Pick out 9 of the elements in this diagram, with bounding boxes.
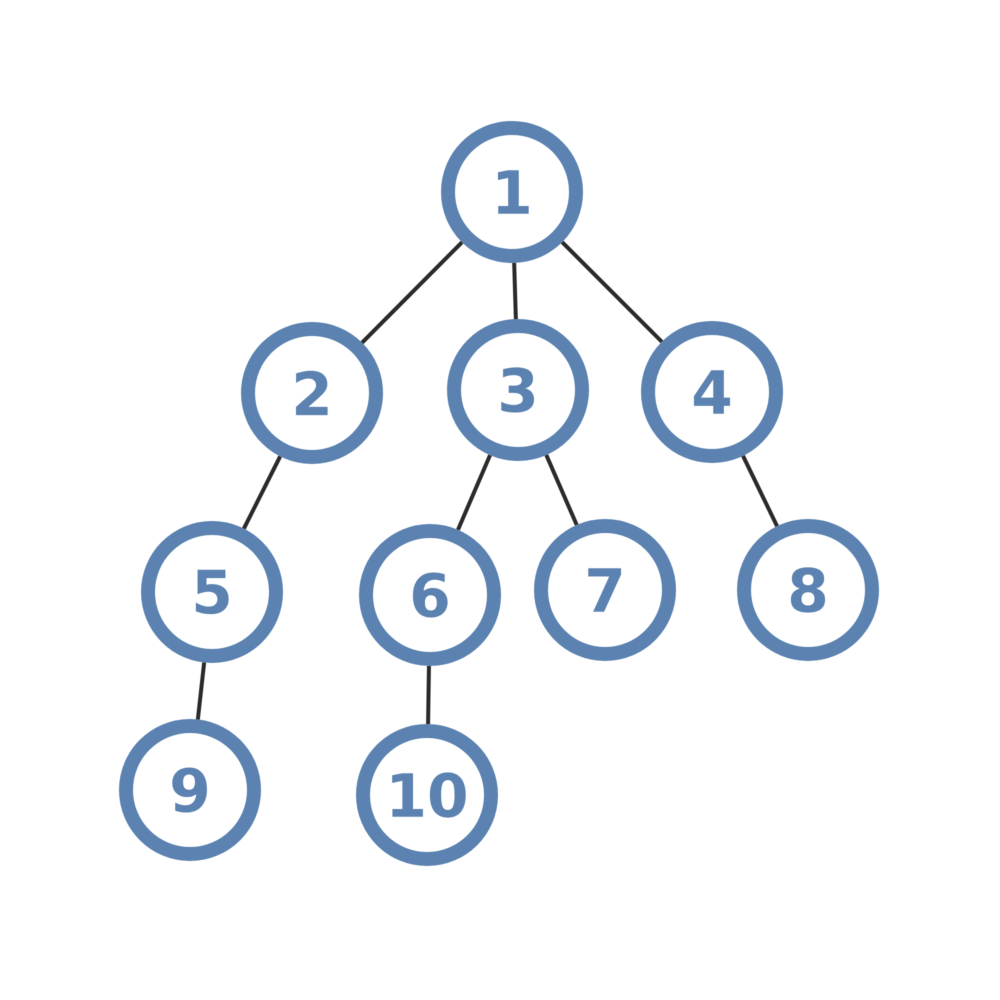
edge-line	[242, 456, 282, 530]
edge-line	[512, 262, 518, 320]
edge-line	[426, 666, 431, 724]
edge-line	[544, 454, 579, 526]
edge-line	[560, 240, 664, 344]
edge-line	[741, 454, 779, 527]
edge-line	[360, 240, 464, 344]
edge-line	[456, 454, 492, 531]
edge-line	[196, 662, 206, 720]
